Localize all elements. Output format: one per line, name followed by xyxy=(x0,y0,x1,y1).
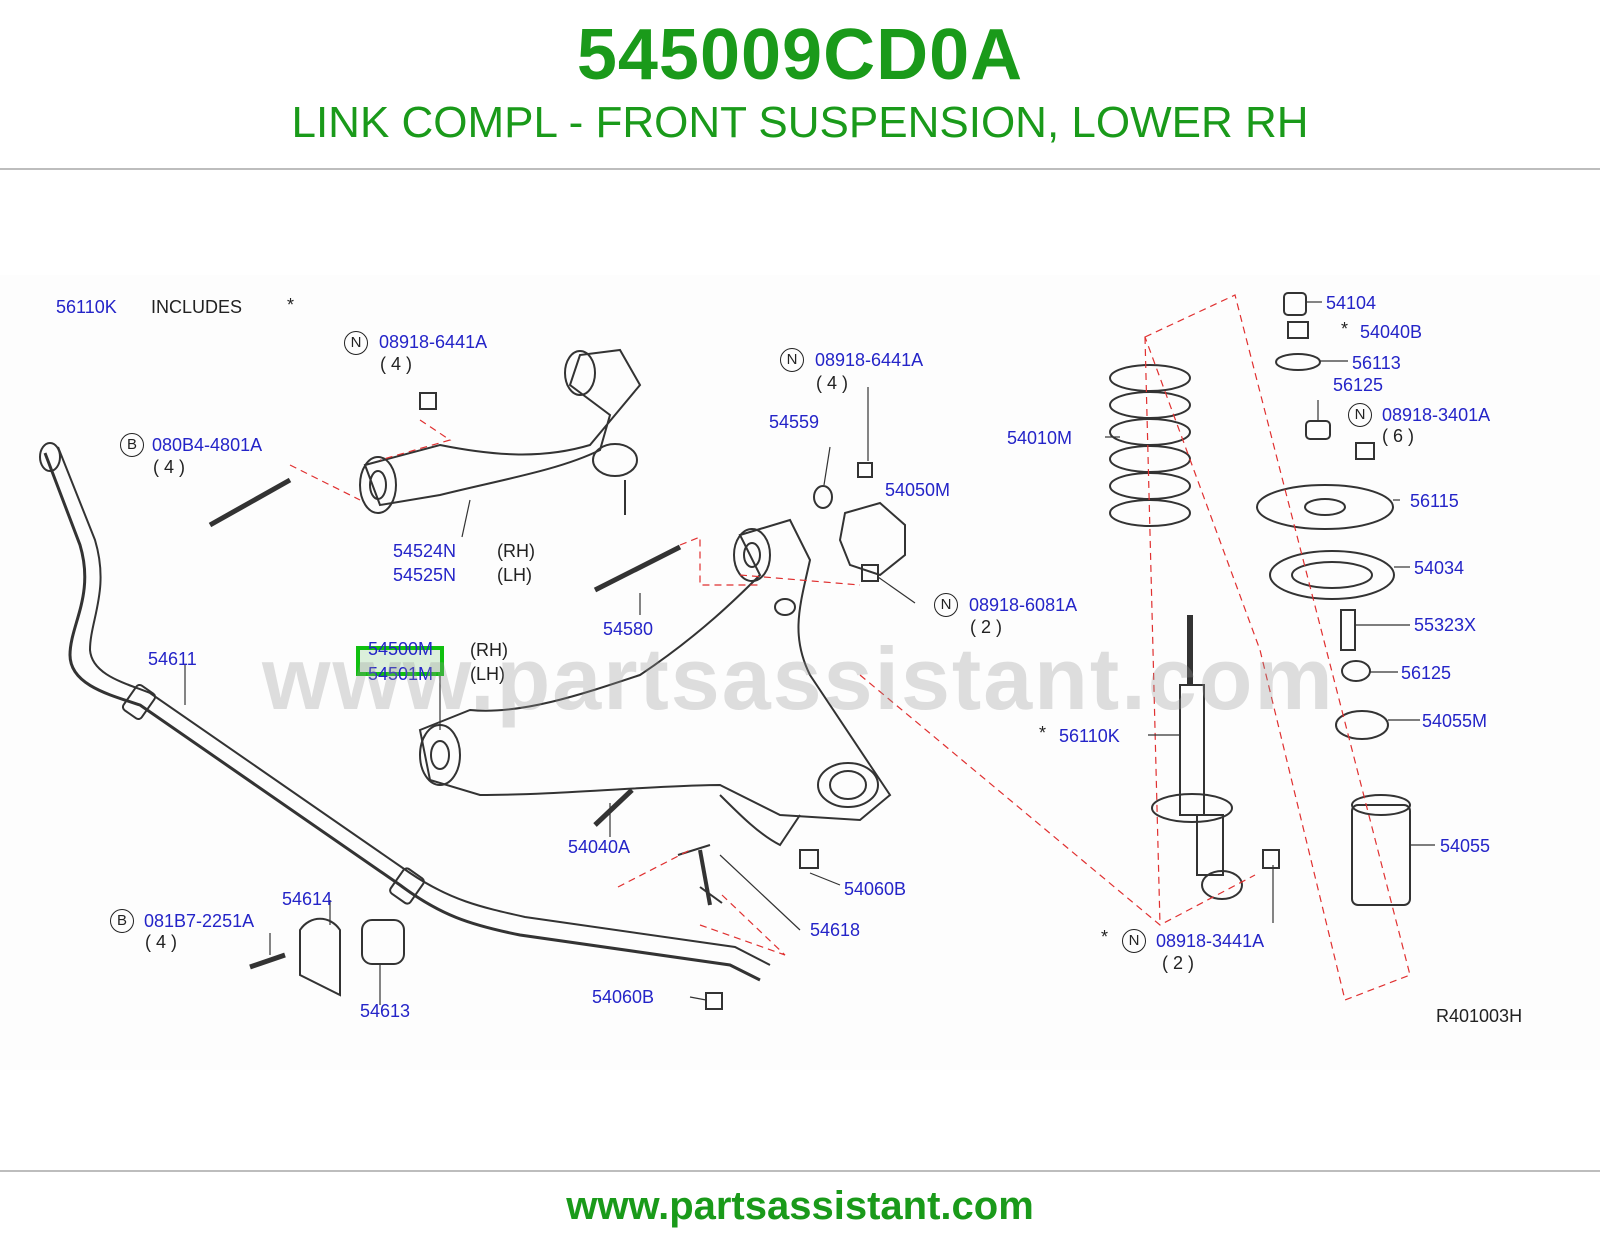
part-description: LINK COMPL - FRONT SUSPENSION, LOWER RH xyxy=(291,98,1309,147)
nut-marker-n: N xyxy=(344,331,368,355)
side-label-rh: (RH) xyxy=(470,640,508,660)
label-08918-6441a[interactable]: 08918-6441A xyxy=(379,332,488,352)
label-08918-3441a[interactable]: 08918-3441A xyxy=(1156,931,1265,951)
label-08918-3401a[interactable]: 08918-3401A xyxy=(1382,405,1491,425)
nut-marker-n: N xyxy=(934,593,958,617)
bolt-marker-b: B xyxy=(110,909,134,933)
label-54055[interactable]: 54055 xyxy=(1440,836,1491,856)
qty-label: ( 4 ) xyxy=(380,354,413,374)
label-54611[interactable]: 54611 xyxy=(148,649,197,669)
label-54060b[interactable]: 54060B xyxy=(844,879,907,899)
label-56110k[interactable]: 56110K xyxy=(1059,726,1120,746)
qty-label: ( 2 ) xyxy=(970,617,1003,637)
label-54040a[interactable]: 54040A xyxy=(568,837,631,857)
watermark-text: www.partsassistant.com xyxy=(262,629,1335,728)
asterisk-marker: * xyxy=(1039,723,1047,743)
label-081b7-2251a[interactable]: 081B7-2251A xyxy=(144,911,255,931)
asterisk-marker: * xyxy=(1341,319,1349,339)
label-54050m[interactable]: 54050M xyxy=(885,480,951,500)
lower-arm-shape xyxy=(418,518,892,822)
diagram-ref-code: R401003H xyxy=(1436,1006,1523,1026)
label-54525n[interactable]: 54525N xyxy=(393,565,457,585)
qty-label: ( 4 ) xyxy=(153,457,186,477)
label-54010m[interactable]: 54010M xyxy=(1007,428,1073,448)
part-number-title: 545009CD0A xyxy=(576,15,1024,95)
asterisk-marker: * xyxy=(287,295,295,315)
qty-label: ( 2 ) xyxy=(1162,953,1195,973)
label-includes: INCLUDES xyxy=(151,297,243,317)
label-54034[interactable]: 54034 xyxy=(1414,558,1465,578)
top-divider xyxy=(0,168,1600,170)
label-54104[interactable]: 54104 xyxy=(1326,293,1377,313)
label-56113[interactable]: 56113 xyxy=(1352,353,1401,373)
label-54614[interactable]: 54614 xyxy=(282,889,333,909)
label-54501m[interactable]: 54501M xyxy=(368,664,434,684)
label-54580[interactable]: 54580 xyxy=(603,619,654,639)
qty-label: ( 6 ) xyxy=(1382,426,1415,446)
nut-marker-n: N xyxy=(1348,403,1372,427)
diagram-drawing xyxy=(39,292,1435,1010)
bottom-divider xyxy=(0,1170,1600,1172)
nut-marker-n: N xyxy=(1122,929,1146,953)
label-54500m[interactable]: 54500M xyxy=(368,639,434,659)
label-54618[interactable]: 54618 xyxy=(810,920,861,940)
label-55323x[interactable]: 55323X xyxy=(1414,615,1477,635)
label-54559[interactable]: 54559 xyxy=(769,412,820,432)
label-080b4-4801a[interactable]: 080B4-4801A xyxy=(152,435,263,455)
nut-marker-n: N xyxy=(780,348,804,372)
label-56110k-includes[interactable]: 56110K xyxy=(56,297,117,317)
stabilizer-bar-outline xyxy=(57,446,771,966)
label-54613[interactable]: 54613 xyxy=(360,1001,411,1021)
label-08918-6441a-2[interactable]: 08918-6441A xyxy=(815,350,924,370)
qty-label: ( 4 ) xyxy=(145,932,178,952)
side-label-lh: (LH) xyxy=(470,664,505,684)
label-54040b[interactable]: 54040B xyxy=(1360,322,1423,342)
upper-arm-shape xyxy=(363,348,642,507)
asterisk-marker: * xyxy=(1101,927,1109,947)
label-56115[interactable]: 56115 xyxy=(1410,491,1459,511)
footer-url-link[interactable]: www.partsassistant.com xyxy=(566,1184,1034,1228)
highlighted-part-box xyxy=(356,646,444,676)
label-56125[interactable]: 56125 xyxy=(1333,375,1384,395)
label-08918-6081a[interactable]: 08918-6081A xyxy=(969,595,1078,615)
label-54060b-2[interactable]: 54060B xyxy=(592,987,655,1007)
label-54055m[interactable]: 54055M xyxy=(1422,711,1488,731)
stabilizer-bar-shape xyxy=(43,452,761,982)
label-54524n[interactable]: 54524N xyxy=(393,541,457,561)
label-56125-2[interactable]: 56125 xyxy=(1401,663,1452,683)
side-label-lh: (LH) xyxy=(497,565,532,585)
bolt-marker-b: B xyxy=(120,433,144,457)
parts-diagram: 56110K INCLUDES * N 08918-6441A ( 4 ) B … xyxy=(0,275,1600,1070)
qty-label: ( 4 ) xyxy=(816,373,849,393)
side-label-rh: (RH) xyxy=(497,541,535,561)
